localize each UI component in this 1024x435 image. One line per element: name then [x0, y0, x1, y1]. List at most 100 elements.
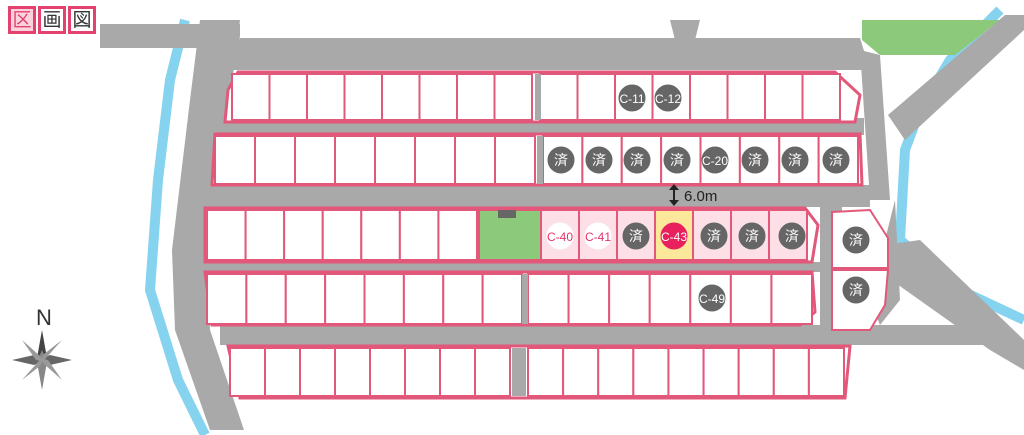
- road: [537, 136, 543, 184]
- page-title: 区 画 図: [8, 6, 96, 34]
- badge-label: 済: [592, 152, 606, 168]
- sold-badge: 済: [738, 222, 766, 250]
- road: [860, 50, 890, 200]
- lot: [454, 135, 496, 185]
- lot: [801, 73, 841, 121]
- badge-label: C-49: [699, 292, 725, 306]
- lot: [807, 347, 846, 397]
- lot: [702, 347, 740, 397]
- lot: [244, 209, 286, 261]
- title-char: 図: [68, 6, 96, 34]
- lot: [648, 273, 692, 325]
- sold-badge: 済: [741, 146, 769, 174]
- lot: [764, 73, 804, 121]
- badge-label: 済: [707, 228, 721, 244]
- lot: [539, 73, 579, 121]
- badge-label: 済: [829, 152, 843, 168]
- lot: [294, 135, 336, 185]
- lot: [729, 273, 773, 325]
- lot: [442, 273, 484, 325]
- lot: [737, 347, 775, 397]
- lot: [206, 209, 247, 261]
- lot: [321, 209, 363, 261]
- selected-lot-badge: C-43: [660, 222, 688, 250]
- lot: [245, 273, 287, 325]
- badge-label: 済: [785, 228, 799, 244]
- double-arrow-vertical-icon: [669, 184, 679, 206]
- lot: [284, 273, 327, 325]
- lot: [264, 347, 301, 397]
- green-area: [862, 20, 1000, 55]
- badge-label: C-41: [585, 230, 611, 244]
- lot: [402, 273, 445, 325]
- lot: [772, 347, 810, 397]
- lot: [214, 135, 256, 185]
- sold-badge: 済: [700, 222, 728, 250]
- road: [228, 38, 870, 70]
- lot: [418, 73, 458, 121]
- lot: [562, 347, 600, 397]
- badge-label: C-11: [619, 92, 644, 106]
- lot-number-badge: C-12: [654, 84, 682, 112]
- badge-label: 済: [670, 152, 684, 168]
- lot: [493, 73, 533, 121]
- road: [535, 74, 541, 120]
- sold-badge: 済: [822, 146, 850, 174]
- compass-rose-icon: [12, 330, 72, 390]
- lot-number-badge: C-40: [546, 222, 574, 250]
- badge-label: 済: [849, 232, 863, 248]
- structure-marker: [498, 210, 516, 218]
- road: [220, 325, 1000, 345]
- lot: [374, 135, 416, 185]
- lot: [494, 135, 536, 185]
- lot: [363, 273, 405, 325]
- lot: [597, 347, 635, 397]
- road: [880, 240, 1024, 370]
- lot: [456, 73, 496, 121]
- sold-badge: 済: [622, 222, 650, 250]
- lot: [299, 347, 336, 397]
- sold-badge: 済: [778, 222, 806, 250]
- lot: [206, 273, 248, 325]
- badge-label: 済: [630, 152, 644, 168]
- lot: [527, 347, 565, 397]
- lot-number-badge: C-41: [584, 222, 612, 250]
- badge-label: C-20: [702, 154, 728, 168]
- sold-badge: 済: [663, 146, 691, 174]
- lot: [437, 209, 478, 261]
- lot: [360, 209, 401, 261]
- badge-label: C-12: [655, 92, 681, 106]
- sold-badge: 済: [781, 146, 809, 174]
- lot: [527, 273, 570, 325]
- title-char: 画: [38, 6, 66, 34]
- lot: [229, 347, 266, 397]
- badge-label: 済: [849, 282, 863, 298]
- lot: [632, 347, 670, 397]
- lot: [343, 73, 383, 121]
- sold-badge: 済: [547, 146, 575, 174]
- road: [205, 185, 870, 207]
- sold-badge: 済: [842, 276, 870, 304]
- road: [888, 15, 1024, 140]
- lot: [334, 347, 371, 397]
- lot: [474, 347, 511, 397]
- lot: [231, 73, 271, 121]
- lot: [283, 209, 324, 261]
- road: [205, 262, 830, 272]
- badge-label: 済: [748, 152, 762, 168]
- compass-north-label: N: [36, 305, 52, 330]
- lot: [667, 347, 705, 397]
- badge-label: 済: [629, 228, 643, 244]
- lot: [398, 209, 440, 261]
- road: [522, 274, 528, 324]
- lot: [414, 135, 456, 185]
- lot: [689, 73, 729, 121]
- lot: [404, 347, 441, 397]
- lot: [481, 273, 523, 325]
- badge-label: 済: [554, 152, 568, 168]
- lot: [608, 273, 651, 325]
- sold-badge: 済: [842, 226, 870, 254]
- badge-label: C-43: [661, 230, 687, 244]
